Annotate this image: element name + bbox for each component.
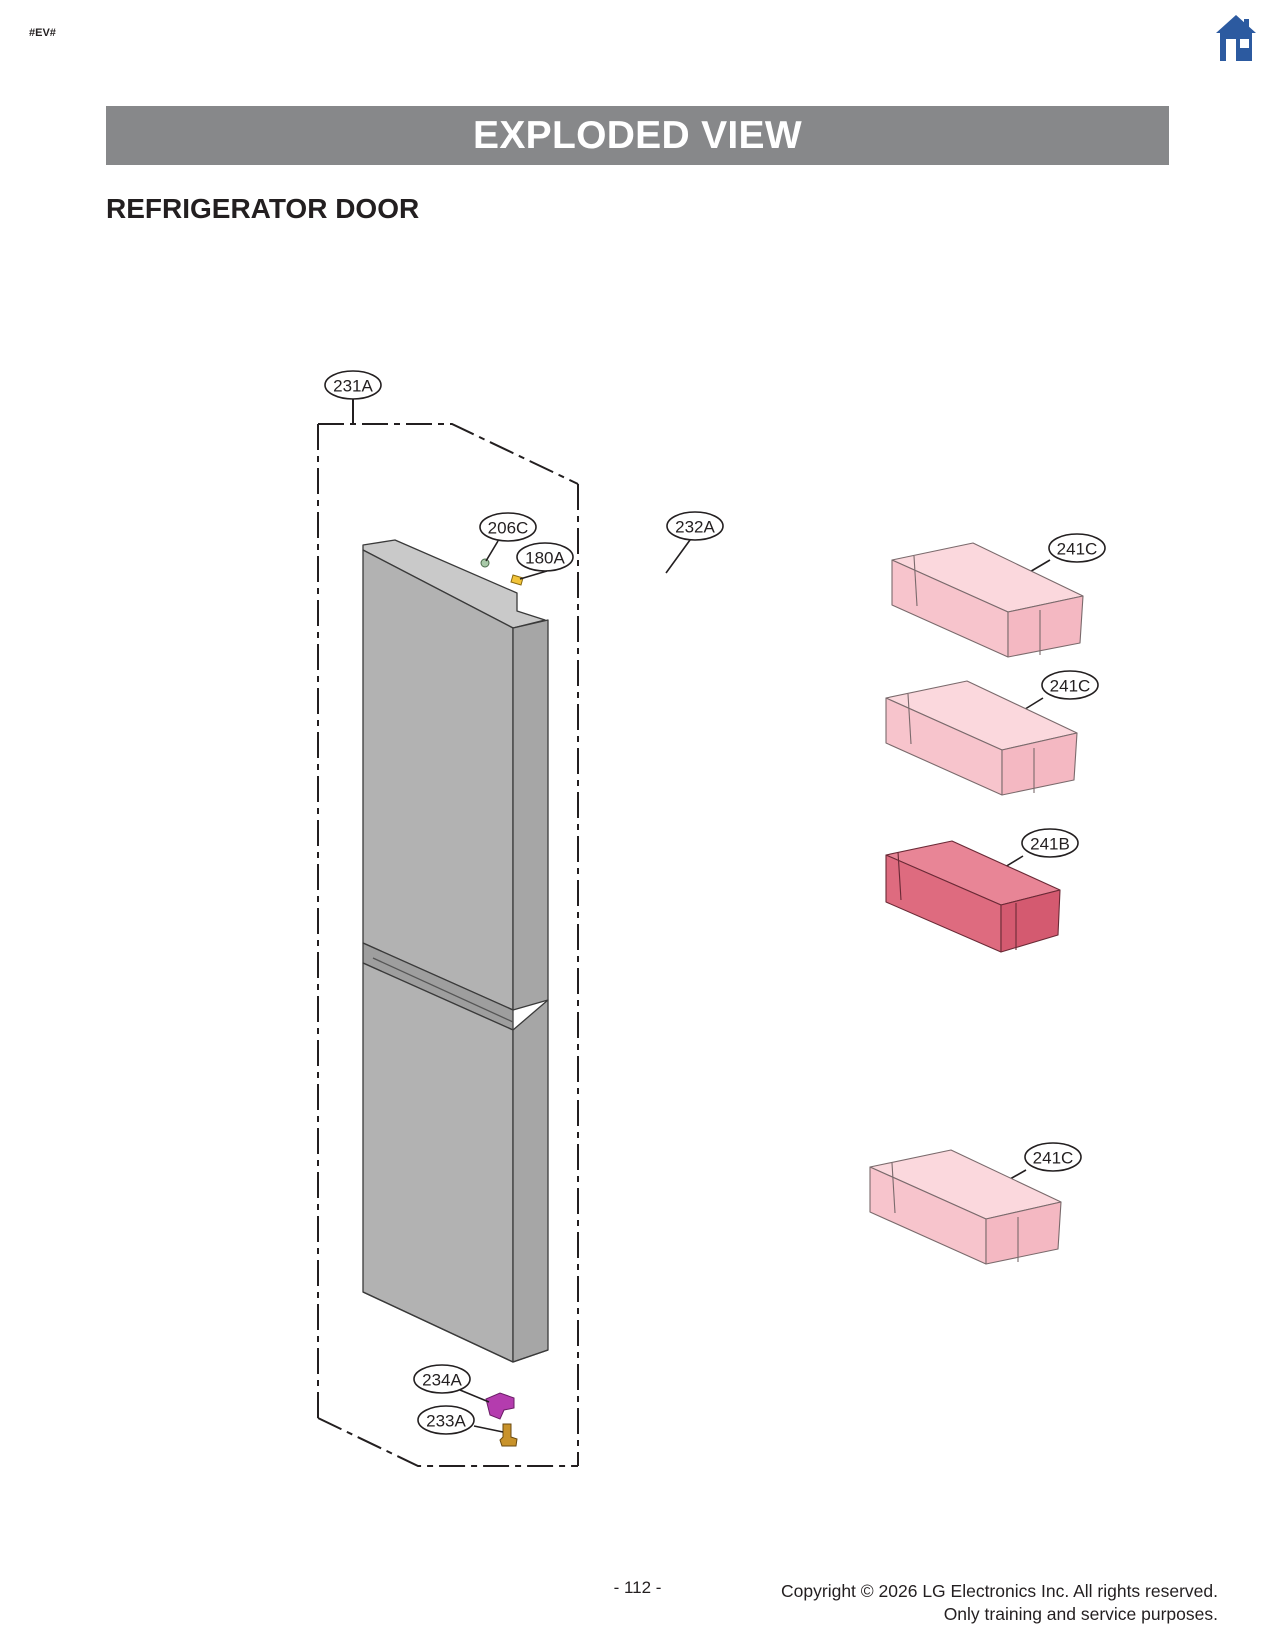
leader-lines [459, 539, 1051, 1433]
callout-241B [1021, 828, 1079, 858]
callout-label-241C-2: 241C [1050, 677, 1091, 696]
callout-233A [417, 1405, 475, 1435]
copyright-notice: Copyright © 2026 LG Electronics Inc. All… [781, 1580, 1218, 1626]
callout-label-241C-1: 241C [1057, 540, 1098, 559]
part-233A [499, 1423, 518, 1447]
door-bin-241C-1 [891, 542, 1084, 658]
door-bin-241C-3 [869, 1149, 1062, 1265]
callout-label-180A: 180A [525, 549, 565, 568]
callout-label-232A: 232A [675, 518, 715, 537]
callout-241C-1 [1048, 533, 1106, 563]
copyright-line-2: Only training and service purposes. [943, 1604, 1218, 1624]
document-tag: #EV# [29, 27, 56, 39]
callout-label-233A: 233A [426, 1412, 466, 1431]
callout-label-206C: 206C [488, 519, 529, 538]
callout-234A [413, 1364, 471, 1394]
callout-label-241B: 241B [1030, 835, 1070, 854]
home-icon[interactable] [1214, 13, 1258, 63]
assembly-boundary-231A [317, 398, 579, 1467]
door-bin-241C-2 [885, 680, 1078, 796]
part-180A [510, 574, 524, 586]
part-234A [485, 1392, 515, 1420]
callout-label-234A: 234A [422, 1371, 462, 1390]
page-number: - 112 - [613, 1578, 662, 1597]
part-206C [480, 558, 490, 568]
title-banner: EXPLODED VIEW [106, 106, 1169, 165]
callout-232A [666, 511, 724, 541]
refrigerator-door [362, 539, 549, 1363]
callout-241C-2 [1041, 670, 1099, 700]
callout-206C [479, 512, 537, 542]
section-title: REFRIGERATOR DOOR [106, 193, 420, 224]
door-bin-241B [885, 840, 1061, 953]
callout-241C-3 [1024, 1142, 1082, 1172]
callout-label-241C-3: 241C [1033, 1149, 1074, 1168]
copyright-line-1: Copyright © 2026 LG Electronics Inc. All… [781, 1581, 1218, 1601]
callout-label-231A: 231A [333, 377, 373, 396]
callout-180A [516, 542, 574, 572]
callout-231A [324, 370, 382, 400]
banner-title: EXPLODED VIEW [473, 113, 802, 157]
